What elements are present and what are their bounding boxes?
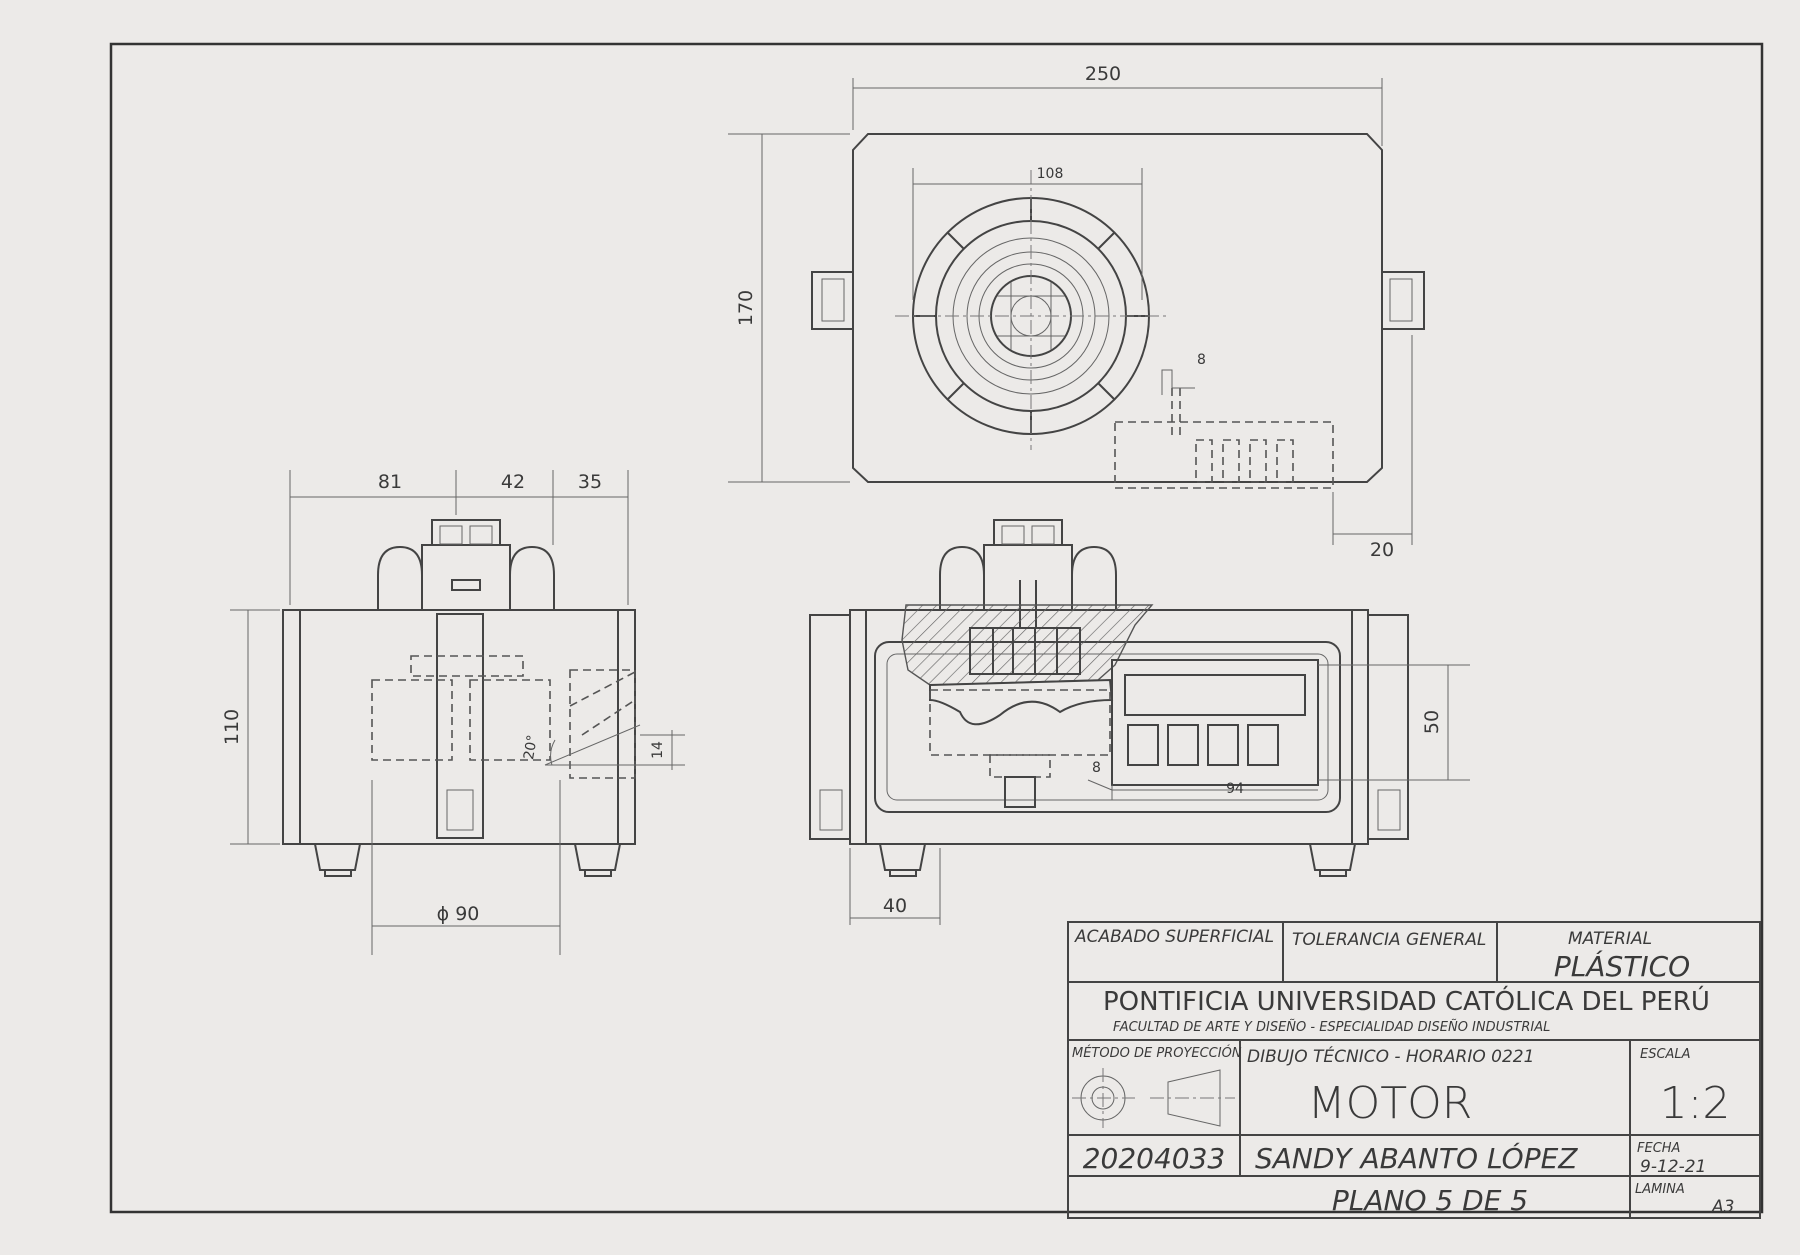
side-view: 20° 14 81 42 35 110 ϕ 90 [221, 470, 685, 955]
dim-side-angle: 20° [521, 734, 541, 761]
dim-side-b: 42 [501, 471, 525, 493]
dim-side-a: 81 [378, 471, 402, 493]
drawing-title: MOTOR [1308, 1078, 1473, 1129]
plan-number: PLANO 5 DE 5 [1332, 1184, 1528, 1217]
dim-front-forty: 40 [883, 895, 907, 917]
dim-top-small: 8 [1197, 352, 1206, 368]
dim-side-diameter: ϕ 90 [437, 903, 480, 925]
dim-top-width: 250 [1085, 63, 1121, 85]
tolerance-label: TOLERANCIA GENERAL [1292, 930, 1486, 950]
title-block: ACABADO SUPERFICIAL TOLERANCIA GENERAL M… [1067, 921, 1761, 1219]
scale-label: ESCALA [1640, 1047, 1691, 1062]
course-name: DIBUJO TÉCNICO - HORARIO 0221 [1247, 1045, 1534, 1067]
material-value: PLÁSTICO [1554, 949, 1690, 983]
date-label: FECHA [1637, 1141, 1680, 1156]
sheet-value: A3 [1711, 1197, 1734, 1217]
dim-front-fifty: 50 [1421, 710, 1443, 734]
projection-label: MÉTODO DE PROYECCIÓN [1072, 1045, 1242, 1061]
scale-value: 1:2 [1660, 1078, 1731, 1129]
sheet-label: LAMINA [1635, 1182, 1685, 1197]
dim-top-inner: 108 [1037, 166, 1064, 182]
material-label: MATERIAL [1568, 929, 1652, 949]
university-name: PONTIFICIA UNIVERSIDAD CATÓLICA DEL PERÚ [1103, 985, 1710, 1017]
projection-symbol [1072, 1068, 1235, 1128]
student-code: 20204033 [1083, 1142, 1226, 1175]
front-view: 50 8 94 40 [809, 519, 1470, 925]
top-view: 250 108 170 8 20 [728, 63, 1425, 561]
dim-top-height: 170 [735, 290, 757, 326]
dim-side-height: 110 [221, 709, 243, 745]
faculty-name: FACULTAD DE ARTE Y DISEÑO - ESPECIALIDAD… [1113, 1019, 1550, 1035]
dim-side-small: 14 [650, 741, 666, 759]
dim-side-c: 35 [578, 471, 602, 493]
finish-label: ACABADO SUPERFICIAL [1074, 927, 1274, 947]
drawing-border [109, 42, 1764, 1214]
dim-top-offset: 20 [1370, 539, 1394, 561]
student-name: SANDY ABANTO LÓPEZ [1255, 1141, 1578, 1175]
date-value: 9-12-21 [1640, 1157, 1706, 1177]
dim-front-eight: 8 [1092, 760, 1101, 776]
dim-front-ninetyfour: 94 [1226, 781, 1244, 797]
